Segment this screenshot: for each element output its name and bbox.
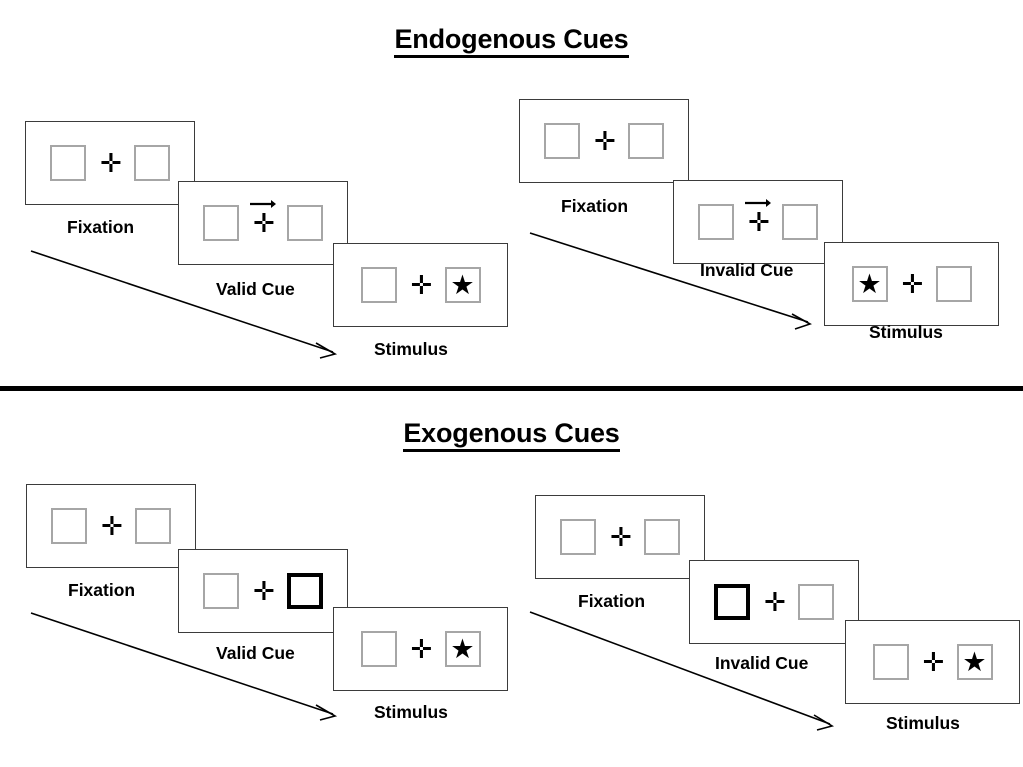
plus-glyph: ✛ [748,208,770,238]
panel-endogenous-valid-cue: ✛ [178,181,348,265]
fixation-cross-icon: ✛ [764,588,786,618]
caption-endogenous-invalid-cue: Invalid Cue [700,260,794,280]
caption-exogenous-valid-stimulus: Stimulus [374,702,448,722]
fixation-cross-icon: ✛ [253,577,275,607]
display-content: ✛ [560,519,680,555]
panel-exogenous-valid-fixation: ✛ [26,484,196,568]
section-title-endogenous-text: Endogenous Cues [394,24,629,58]
plus-glyph: ✛ [101,512,123,542]
fixation-cross-icon: ✛ [745,199,771,238]
display-content: ✛ [203,200,323,241]
timeline-arrow-exogenous-invalid [527,725,528,726]
display-content: ✛ [51,508,171,544]
plus-glyph: ✛ [610,523,632,553]
placeholder-box-left [50,145,86,181]
panel-endogenous-invalid-stimulus: ★ ✛ [824,242,999,326]
fixation-cross-icon: ✛ [410,271,433,301]
panel-endogenous-invalid-cue: ✛ [673,180,843,264]
display-content: ✛ ★ [360,631,481,667]
placeholder-box-left [203,573,239,609]
arrow-right-icon [745,199,771,207]
panel-exogenous-valid-stimulus: ✛ ★ [333,607,508,691]
caption-endogenous-invalid-fixation: Fixation [561,196,629,216]
panel-exogenous-invalid-cue: ✛ [689,560,859,644]
timeline-arrow-endogenous-valid [30,250,338,359]
display-content: ✛ ★ [872,644,993,680]
placeholder-box-right [782,204,818,240]
caption-endogenous-valid-cue: Valid Cue [216,279,295,299]
caption-exogenous-invalid-fixation: Fixation [578,591,646,611]
fixation-cross-icon: ✛ [594,127,616,157]
fixation-cross-icon: ✛ [250,200,276,239]
panel-endogenous-valid-fixation: ✛ [25,121,195,205]
display-content: ✛ [203,573,323,609]
placeholder-box-right-cued [287,573,323,609]
placeholder-box-right [135,508,171,544]
display-content: ✛ [50,145,170,181]
star-icon: ★ [450,269,475,301]
placeholder-box-left [360,631,397,667]
panel-exogenous-invalid-stimulus: ✛ ★ [845,620,1020,704]
caption-exogenous-invalid-stimulus: Stimulus [886,713,960,733]
panel-exogenous-invalid-fixation: ✛ [535,495,705,579]
plus-glyph: ✛ [594,127,616,157]
fixation-cross-icon: ✛ [610,523,632,553]
display-content: ★ ✛ [851,266,972,302]
fixation-cross-icon: ✛ [101,512,123,542]
fixation-cross-icon: ✛ [100,149,122,179]
placeholder-box-right-target: ★ [444,267,481,303]
placeholder-box-right [287,205,323,241]
plus-glyph: ✛ [410,635,433,665]
placeholder-box-left [544,123,580,159]
placeholder-box-right-target: ★ [956,644,993,680]
caption-exogenous-invalid-cue: Invalid Cue [715,653,809,673]
placeholder-box-left-cued [714,584,750,620]
placeholder-box-right [644,519,680,555]
plus-glyph: ✛ [764,588,786,618]
placeholder-box-left-target: ★ [851,266,888,302]
caption-endogenous-valid-stimulus: Stimulus [374,339,448,359]
caption-exogenous-valid-cue: Valid Cue [216,643,295,663]
placeholder-box-left [360,267,397,303]
star-icon: ★ [857,268,882,300]
display-content: ✛ [544,123,664,159]
section-title-exogenous: Exogenous Cues [0,418,1023,452]
placeholder-box-left [51,508,87,544]
fixation-cross-icon: ✛ [922,648,945,678]
placeholder-box-right [798,584,834,620]
caption-endogenous-valid-fixation: Fixation [67,217,135,237]
display-content: ✛ [698,199,818,240]
placeholder-box-right [134,145,170,181]
caption-exogenous-valid-fixation: Fixation [68,580,136,600]
placeholder-box-right [935,266,972,302]
placeholder-box-right-target: ★ [444,631,481,667]
plus-glyph: ✛ [410,271,433,301]
plus-glyph: ✛ [922,648,945,678]
star-icon: ★ [962,646,987,678]
placeholder-box-left [560,519,596,555]
fixation-cross-icon: ✛ [901,270,924,300]
section-divider [0,386,1023,391]
arrow-right-icon [250,200,276,208]
panel-exogenous-valid-cue: ✛ [178,549,348,633]
section-title-endogenous: Endogenous Cues [0,24,1023,58]
placeholder-box-left [203,205,239,241]
panel-endogenous-invalid-fixation: ✛ [519,99,689,183]
star-icon: ★ [450,633,475,665]
panel-endogenous-valid-stimulus: ✛ ★ [333,243,508,327]
placeholder-box-left [698,204,734,240]
placeholder-box-right [628,123,664,159]
plus-glyph: ✛ [253,577,275,607]
section-title-exogenous-text: Exogenous Cues [403,418,620,452]
fixation-cross-icon: ✛ [410,635,433,665]
caption-endogenous-invalid-stimulus: Stimulus [869,322,943,342]
display-content: ✛ ★ [360,267,481,303]
plus-glyph: ✛ [100,149,122,179]
plus-glyph: ✛ [901,270,924,300]
placeholder-box-left [872,644,909,680]
display-content: ✛ [714,584,834,620]
plus-glyph: ✛ [253,209,275,239]
